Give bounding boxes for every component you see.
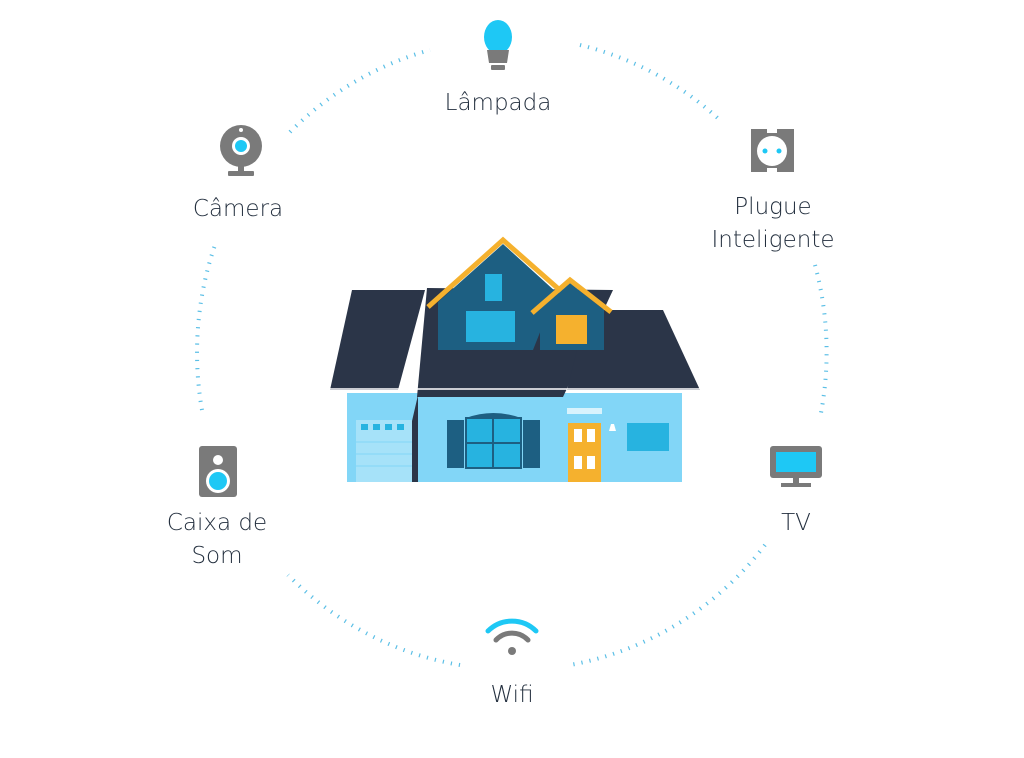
door-header [567,408,602,414]
porch-light [609,424,616,431]
camera-label: Câmera [192,196,284,222]
speaker-icon [199,446,237,497]
garage-door [356,420,412,482]
window-shutter-left [447,420,464,468]
lamp-label: Lâmpada [444,90,552,116]
smart-plug-label-line2: Inteligente [711,227,835,253]
arc-lamp-plug [579,43,724,124]
tv-label: TV [781,510,811,536]
small-gable-window [556,315,587,344]
front-door [568,423,601,482]
smart-plug-icon [751,129,794,172]
connection-ring [195,43,829,667]
roof-left [330,290,425,390]
smart-plug-label-line1: Plugue [734,194,812,220]
arc-speaker-camera [195,244,217,411]
tv-icon [770,446,822,487]
speaker-label-line2: Som [191,543,243,569]
smart-plug-label: Plugue Inteligente [711,191,834,257]
camera-icon [220,125,262,176]
speaker-label-line1: Caixa de [166,510,268,536]
wifi-label: Wifi [490,682,534,708]
gable-window-large [466,311,515,342]
big-gable-trim [426,236,564,309]
wifi-icon [485,618,539,655]
small-gable-trim [530,276,613,315]
side-window [627,423,669,451]
light-bulb-icon [484,20,512,70]
arc-camera-lamp [288,48,431,134]
arc-plug-tv [813,264,829,419]
arc-wifi-speaker [286,573,461,667]
window-shutter-right [523,420,540,468]
arc-tv-wifi [569,543,767,667]
gable-window-small [485,274,502,301]
speaker-label: Caixa de Som [167,507,267,573]
front-window-arch [466,413,521,418]
house-illustration [330,236,700,482]
